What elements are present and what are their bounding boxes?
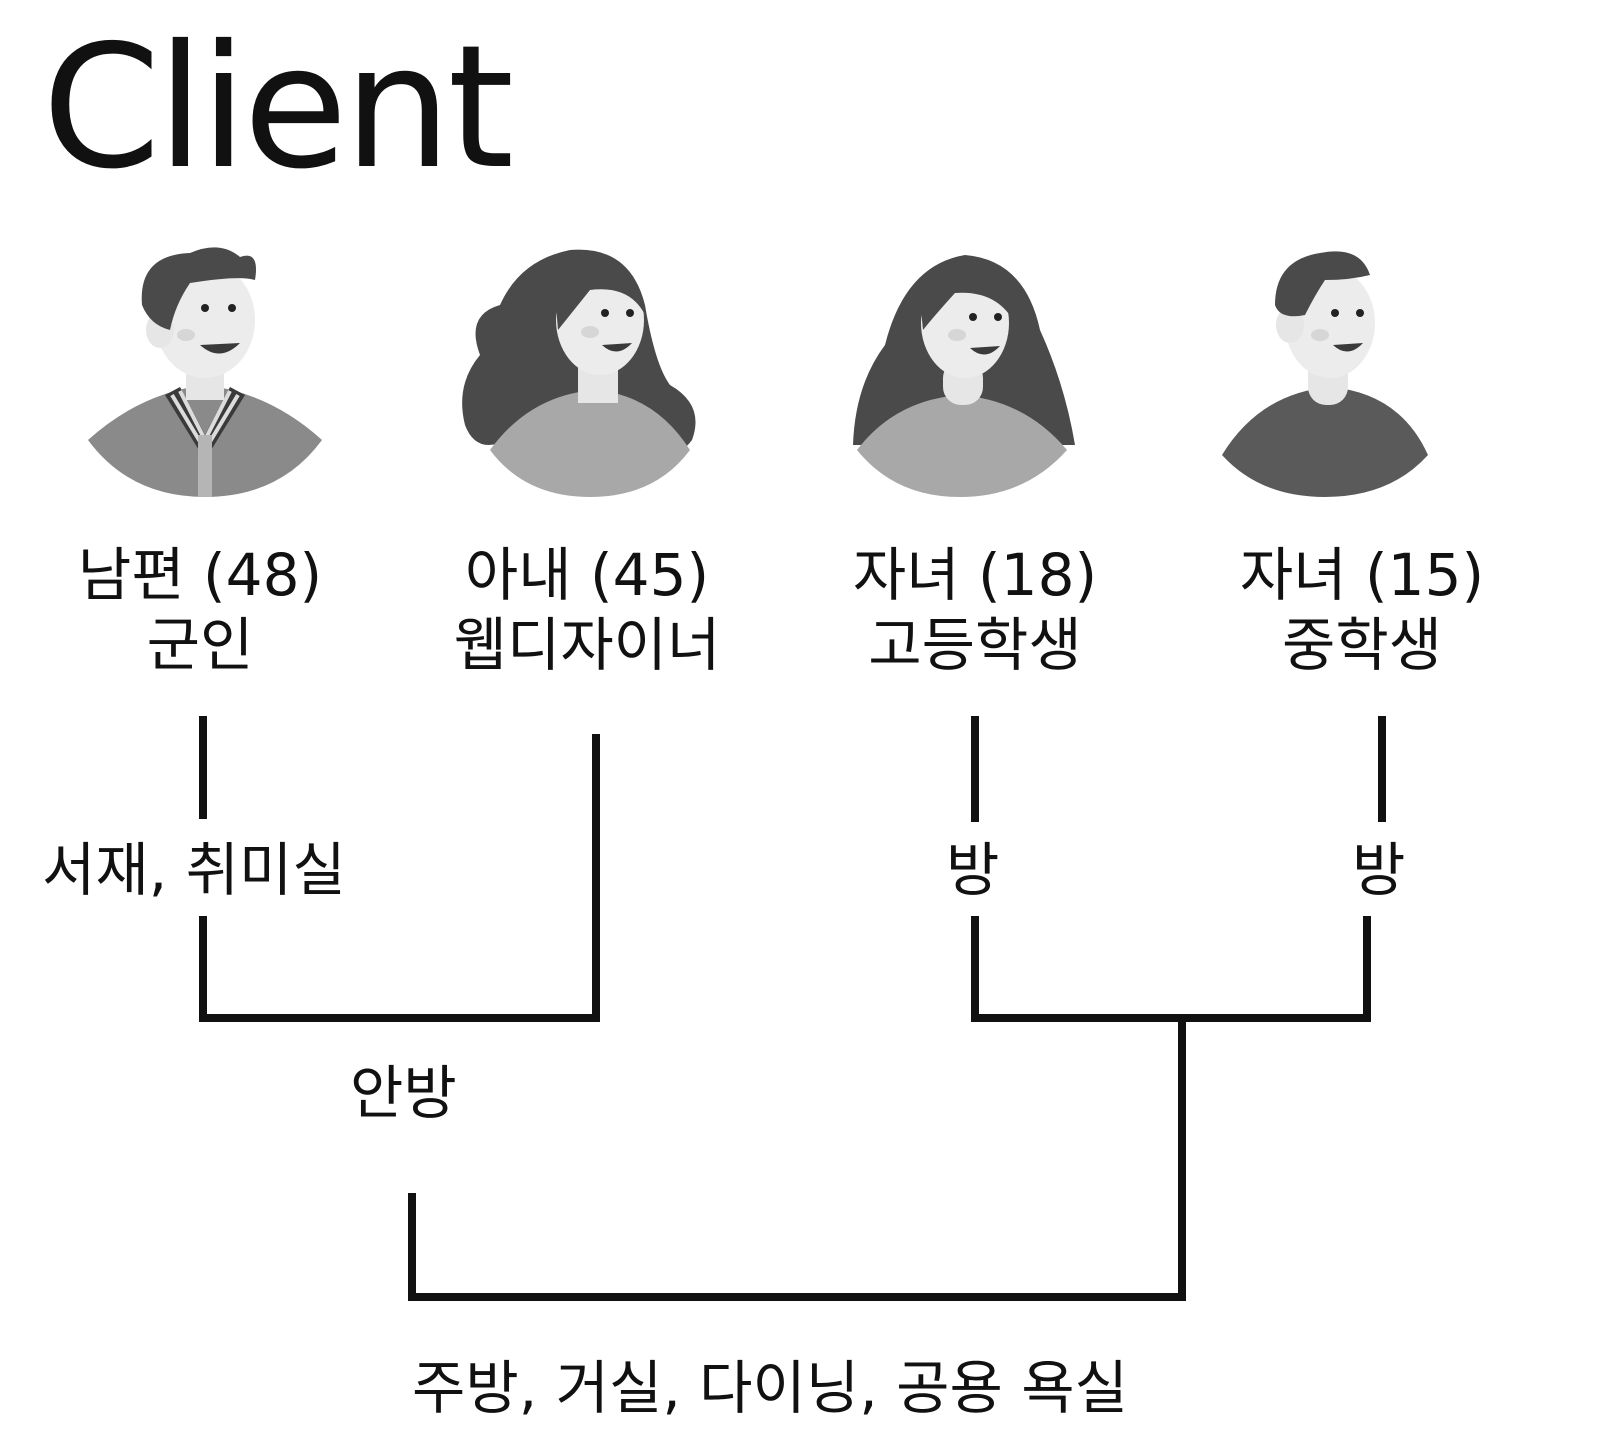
girl-avatar-icon <box>853 255 1075 497</box>
member-name: 자녀 (15) <box>1239 541 1485 609</box>
page-title: Client <box>42 9 514 207</box>
member-child-18: 자녀 (18) 고등학생 <box>795 540 1155 680</box>
room-label-shared: 주방, 거실, 다이닝, 공용 욕실 <box>412 1354 1129 1422</box>
member-role: 군인 <box>146 611 254 679</box>
room-label-child1: 방 <box>946 836 1000 904</box>
member-role: 웹디자이너 <box>453 611 721 679</box>
shared-bracket <box>408 1014 1186 1301</box>
member-role: 고등학생 <box>868 611 1082 679</box>
member-role: 중학생 <box>1281 611 1443 679</box>
woman-avatar-icon <box>462 249 696 497</box>
room-label-parents: 안방 <box>350 1059 457 1127</box>
member-child-15: 자녀 (15) 중학생 <box>1182 540 1542 680</box>
room-label-husband: 서재, 취미실 <box>42 836 346 904</box>
parents-bracket <box>199 734 600 1022</box>
member-name: 자녀 (18) <box>852 541 1098 609</box>
children-bracket <box>971 916 1371 1022</box>
member-wife: 아내 (45) 웹디자이너 <box>407 540 767 680</box>
member-husband: 남편 (48) 군인 <box>20 540 380 680</box>
boy-avatar-icon <box>1222 251 1428 497</box>
man-avatar-icon <box>88 247 322 497</box>
member-name: 아내 (45) <box>464 541 710 609</box>
member-name: 남편 (48) <box>77 541 323 609</box>
room-label-child2: 방 <box>1352 836 1406 904</box>
